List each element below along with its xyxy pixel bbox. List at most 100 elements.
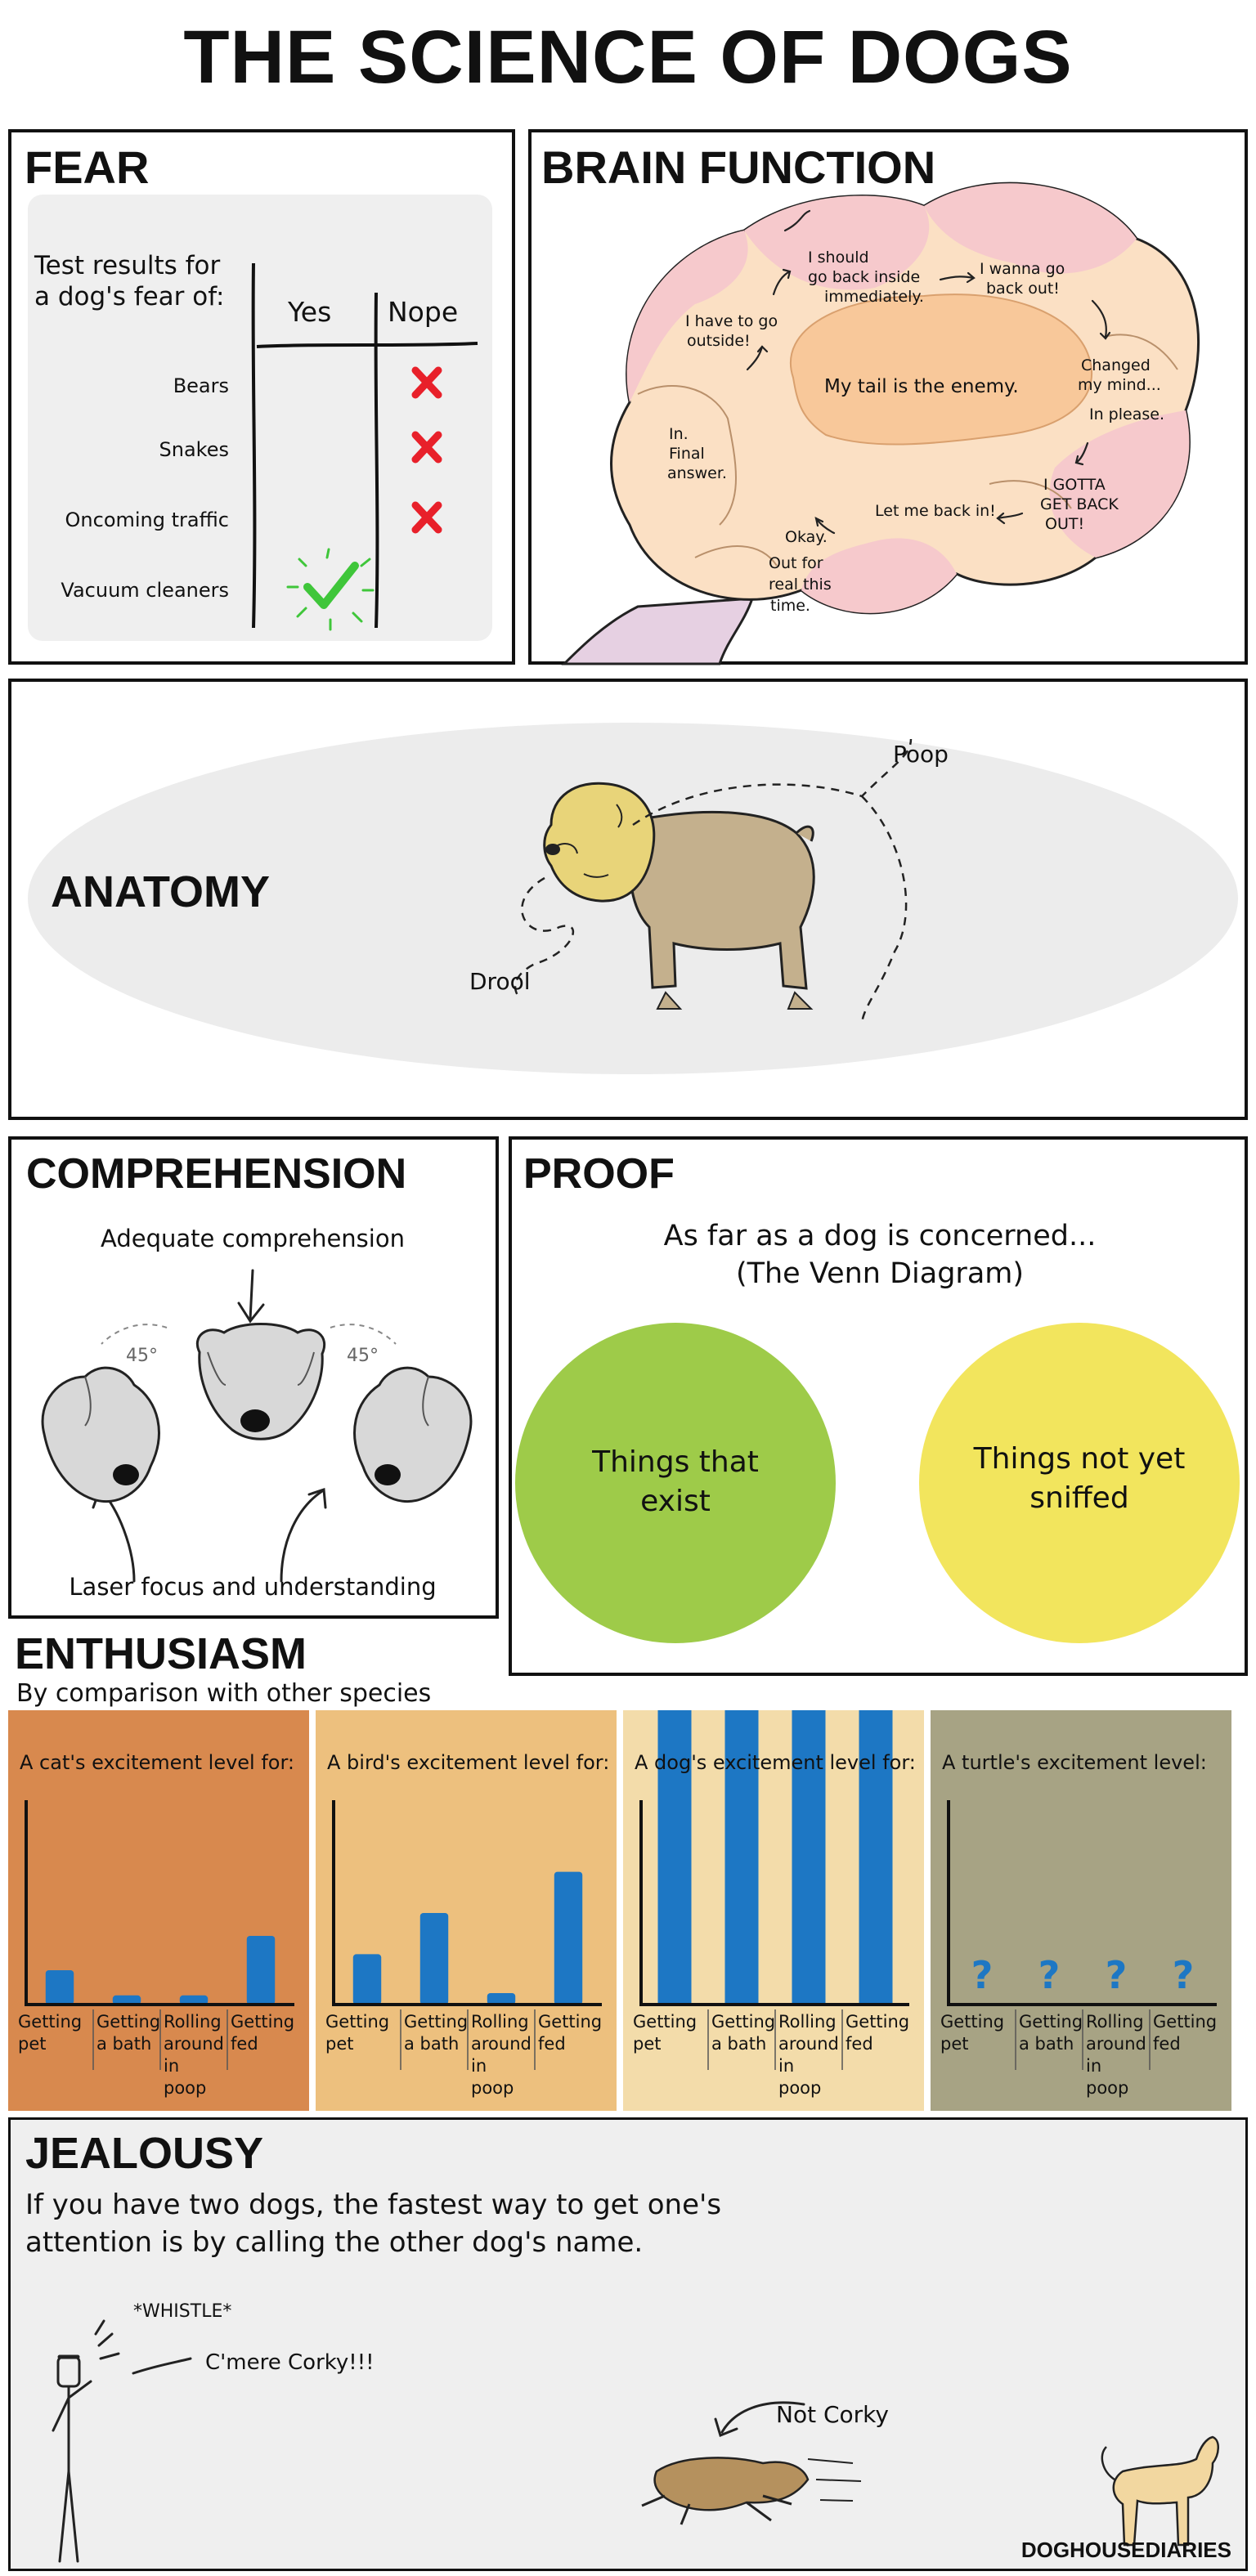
category-label-line: Getting <box>846 2012 910 2032</box>
check-icon <box>286 548 375 631</box>
standing-dog-icon <box>1101 2435 1219 2547</box>
thought-text: In please. <box>1089 405 1164 423</box>
category-label-line: pet <box>940 2034 969 2054</box>
jealousy-text-1: If you have two dogs, the fastest way to… <box>25 2188 722 2221</box>
fear-row-label: Bears <box>173 374 229 397</box>
dog-head-icon <box>353 1366 473 1503</box>
category-label-line: fed <box>538 2034 566 2054</box>
category-label-line: fed <box>846 2034 873 2054</box>
venn-right-label: sniffed <box>1029 1481 1129 1515</box>
category-label-line: in poop <box>1086 2056 1129 2098</box>
comprehension-heading: COMPREHENSION <box>26 1150 407 1198</box>
category-label-line: a bath <box>404 2034 460 2054</box>
thought-text: I wanna go <box>980 260 1065 278</box>
thought-text: my mind... <box>1078 376 1161 394</box>
bar <box>179 1995 209 2005</box>
category-label-line: pet <box>325 2034 354 2054</box>
category-label-line: Rolling <box>471 2012 529 2032</box>
thought-text: OUT! <box>1045 515 1085 533</box>
chart-plot <box>332 1800 602 2070</box>
category-label-line: in poop <box>471 2056 514 2098</box>
chart-axes <box>947 1800 1217 2006</box>
bar <box>657 1710 692 2005</box>
bar <box>112 1995 141 2005</box>
thought-text: outside! <box>687 332 751 350</box>
fear-intro-line2: a dog's fear of: <box>34 282 225 311</box>
category-label-line: Getting <box>18 2012 83 2032</box>
not-corky-label: Not Corky <box>776 2401 889 2428</box>
angle-label-right: 45° <box>347 1346 379 1366</box>
bar <box>859 1710 893 2005</box>
jealousy-text-2: attention is by calling the other dog's … <box>25 2226 644 2259</box>
category-label-line: Getting <box>940 2012 1005 2032</box>
thought-text: In. <box>669 425 689 443</box>
thought-text: go back inside <box>808 268 921 286</box>
category-label-line: a bath <box>96 2034 152 2054</box>
question-mark: ? <box>971 1953 994 1997</box>
fear-marks <box>286 366 442 631</box>
thought-text: I have to go <box>685 312 778 330</box>
bar <box>45 1970 74 2005</box>
fear-row-label: Snakes <box>159 438 229 461</box>
jealousy-heading: JEALOUSY <box>25 2129 264 2178</box>
brain-panel: BRAIN FUNCTION I should go back inside i… <box>528 129 1248 665</box>
category-label-line: Getting <box>96 2012 161 2032</box>
category-label-line: around <box>778 2034 839 2054</box>
fear-table-lines <box>251 262 478 629</box>
category-label-line: Getting <box>325 2012 390 2032</box>
venn-left-label: exist <box>640 1485 711 1518</box>
fear-heading: FEAR <box>25 141 150 193</box>
category-label-line: Getting <box>711 2012 776 2032</box>
comprehension-bottom-label: Laser focus and understanding <box>69 1573 437 1601</box>
category-label-line: Getting <box>404 2012 469 2032</box>
thought-text: answer. <box>667 464 727 482</box>
fear-intro-line1: Test results for <box>34 251 221 280</box>
category-label-line: Getting <box>633 2012 698 2032</box>
anatomy-panel: ANATOMY Poop Drool <box>8 679 1248 1120</box>
category-label-line: Rolling <box>1086 2012 1144 2032</box>
call-label: C'mere Corky!!! <box>205 2350 375 2375</box>
anatomy-label-drool: Drool <box>469 968 531 995</box>
category-label-line: Getting <box>231 2012 295 2032</box>
bar <box>352 1954 382 2005</box>
category-label-line: in poop <box>778 2056 822 2098</box>
venn-left-label: Things that <box>592 1445 759 1479</box>
thought-text: I GOTTA <box>1043 476 1106 494</box>
category-label-line: around <box>164 2034 224 2054</box>
fear-row-label: Oncoming traffic <box>65 508 229 531</box>
question-mark: ? <box>1106 1953 1128 1997</box>
chart-axes <box>25 1800 294 2006</box>
thought-text: GET BACK <box>1040 495 1119 513</box>
thought-text: immediately. <box>824 288 924 306</box>
dog-head-icon <box>41 1366 160 1503</box>
anatomy-heading: ANATOMY <box>51 867 270 916</box>
category-label-line: around <box>1086 2034 1146 2054</box>
jealousy-illustration <box>52 2319 1219 2563</box>
comprehension-illustration <box>41 1269 473 1583</box>
cross-icon <box>411 501 442 534</box>
category-label-line: Getting <box>1019 2012 1083 2032</box>
category-label-line: pet <box>18 2034 47 2054</box>
footer-credit: DOGHOUSEDIARIES <box>1020 2538 1231 2562</box>
venn-diagram <box>515 1323 1240 1643</box>
question-mark: ? <box>1038 1953 1061 1997</box>
chart-title: A cat's excitement level for: <box>20 1751 295 1774</box>
category-label-line: fed <box>231 2034 258 2054</box>
fear-results-box <box>28 195 492 641</box>
whistle-label: *WHISTLE* <box>133 2301 232 2322</box>
jealousy-panel: JEALOUSY If you have two dogs, the faste… <box>8 2117 1248 2571</box>
angle-label-left: 45° <box>126 1346 158 1366</box>
chart-plot: ???? <box>947 1800 1217 2070</box>
category-label-line: Rolling <box>778 2012 837 2032</box>
category-label-line: a bath <box>711 2034 767 2054</box>
thought-text: real this <box>769 576 832 594</box>
